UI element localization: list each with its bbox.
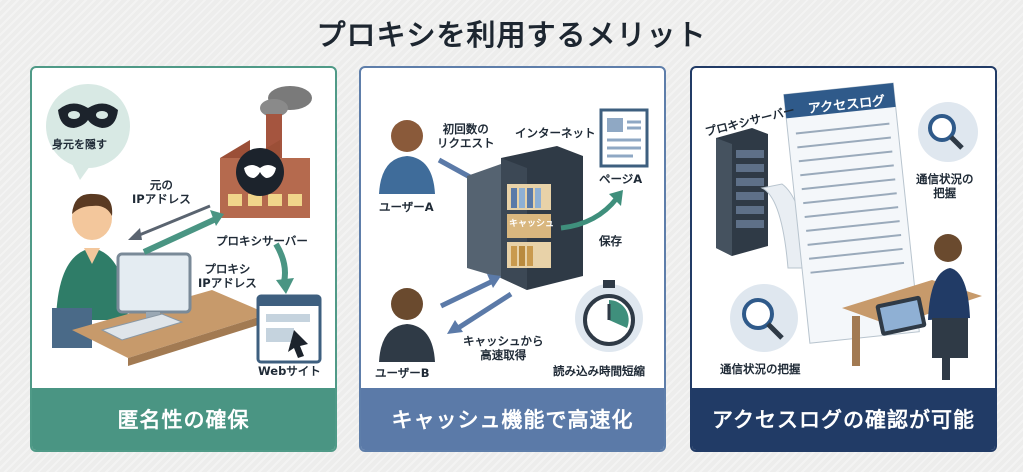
page-title: プロキシを利用するメリット [316, 18, 707, 52]
label-load-time: 読み込み時間短縮 [553, 364, 645, 378]
label-hide-identity: 身元を隠す [52, 138, 107, 151]
panel-footer-anonymity: 匿名性の確保 [32, 388, 335, 450]
label-first-request: 初回数の リクエスト [437, 122, 495, 151]
admin-desk-icon [842, 234, 982, 380]
label-page-a: ページA [599, 172, 643, 186]
arrow-right-icon [142, 215, 220, 255]
panel-cache: 初回数の リクエスト インターネット ユーザーA ページA キャッシュ 保存 キ… [359, 66, 666, 452]
arrow-left-icon [131, 204, 211, 240]
proxy-factory-icon [220, 86, 312, 218]
label-internet: インターネット [515, 126, 596, 140]
user-b-icon [379, 288, 435, 362]
panel-footer-cache: キャッシュ機能で高速化 [361, 388, 664, 450]
save-arrow-icon [560, 196, 619, 231]
label-user-b: ユーザーB [375, 366, 430, 380]
label-proxy-ip: プロキシ IPアドレス [198, 262, 257, 291]
label-original-ip: 元の IPアドレス [132, 178, 191, 207]
label-monitor-top: 通信状況の 把握 [916, 172, 974, 201]
label-website: Webサイト [258, 364, 321, 378]
panel-anonymity: 身元を隠す 元の IPアドレス プロキシサーバー プロキシ IPアドレス Web… [30, 66, 337, 452]
log-server-icon [716, 128, 768, 256]
label-proxy-server: プロキシサーバー [216, 234, 308, 248]
label-save: 保存 [599, 234, 622, 248]
access-log-sheet-icon [760, 82, 920, 344]
monitor-magnifier-top-icon [918, 102, 978, 162]
cache-server-icon [467, 146, 583, 290]
label-monitor-bottom: 通信状況の把握 [720, 362, 801, 376]
page-a-document-icon [599, 108, 649, 168]
desk-computer-icon [72, 252, 268, 366]
arrow-down-icon [273, 242, 288, 283]
panel-footer-access-log: アクセスログの確認が可能 [692, 388, 995, 450]
website-window-icon [256, 294, 322, 364]
cache-illustration [379, 108, 649, 362]
mask-bubble-icon [46, 84, 130, 180]
user-a-icon [379, 120, 435, 194]
label-cache: キャッシュ [509, 219, 555, 229]
panel-access-log: プロキシサーバー アクセスログ 通信状況の 把握 通信状況の把握 アクセスログの… [690, 66, 997, 452]
access-log-illustration [716, 82, 982, 380]
label-user-a: ユーザーA [379, 200, 434, 214]
monitor-magnifier-bottom-icon [730, 284, 798, 352]
anonymity-illustration [46, 84, 322, 366]
stopwatch-icon [575, 280, 643, 352]
label-from-cache: キャッシュから 高速取得 [463, 334, 544, 363]
